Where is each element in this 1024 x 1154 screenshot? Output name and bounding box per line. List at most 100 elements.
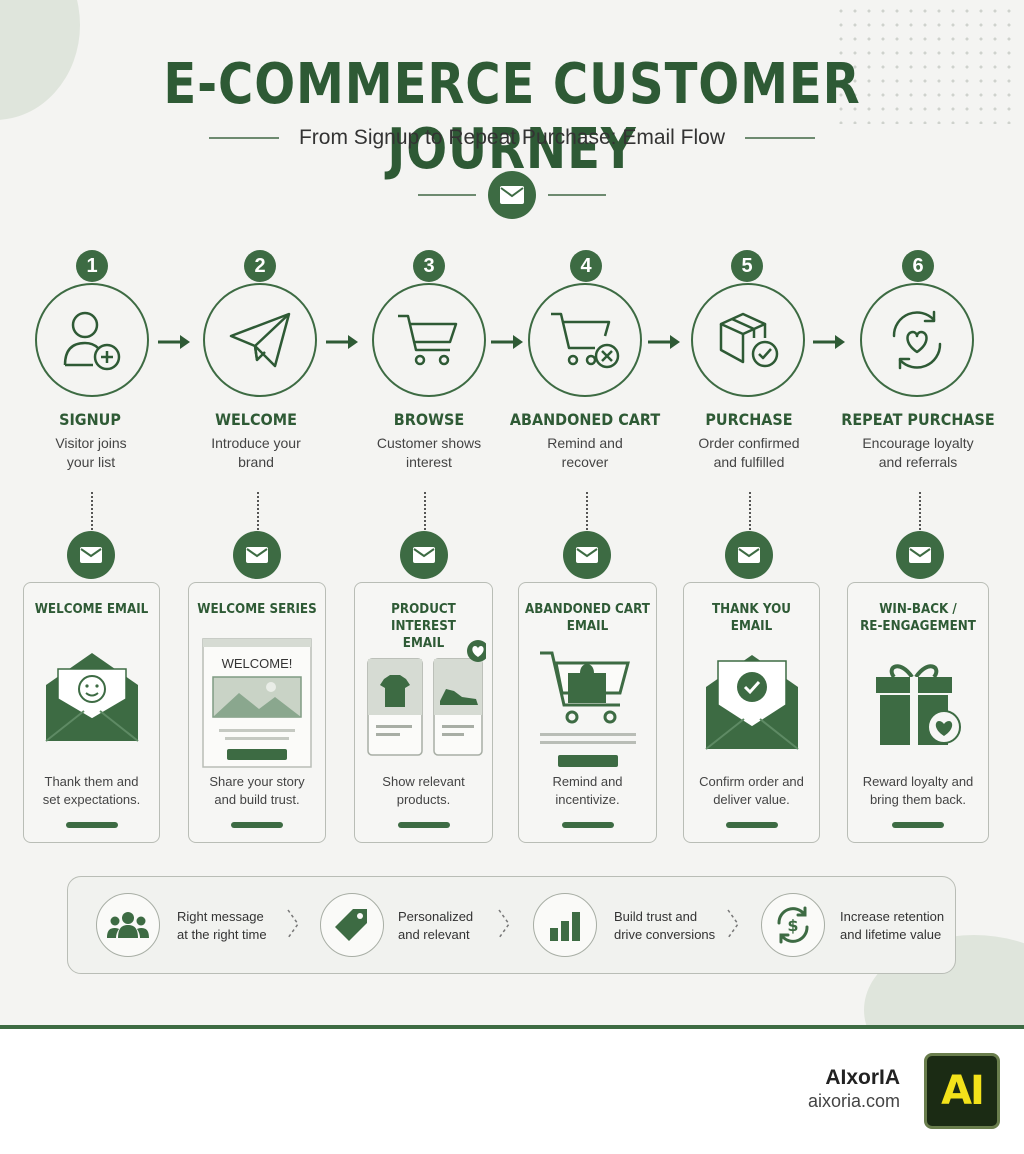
decorative-blob xyxy=(0,0,80,120)
chevron-right-icon xyxy=(287,909,299,939)
card-desc-line: Thank them and xyxy=(44,774,139,789)
card-title-line: EMAIL xyxy=(566,619,609,634)
people-icon xyxy=(96,893,160,957)
card-desc-line: set expectations. xyxy=(42,792,141,807)
card-desc-line: incentivize. xyxy=(555,792,620,807)
card-title-line: WIN-BACK / xyxy=(879,602,957,617)
infographic: E-COMMERCE CUSTOMER JOURNEY From Signup … xyxy=(0,0,1024,1025)
dotted-connector xyxy=(424,492,426,530)
card-title: WELCOME SERIES xyxy=(194,601,319,618)
step-desc-line: Encourage loyalty xyxy=(862,435,974,451)
user-plus-icon xyxy=(63,311,121,371)
divider xyxy=(745,137,816,139)
card-desc-line: Remind and xyxy=(552,774,623,789)
cart-x-icon xyxy=(551,312,620,369)
step-number-6: 6 xyxy=(902,250,934,282)
paper-plane-icon xyxy=(229,312,291,368)
divider xyxy=(418,194,476,196)
card-desc-line: bring them back. xyxy=(869,792,967,807)
step-number-1: 1 xyxy=(76,250,108,282)
step-number-4: 4 xyxy=(570,250,602,282)
card-title: WIN-BACK / RE-ENGAGEMENT xyxy=(854,601,983,635)
card-title: WELCOME EMAIL xyxy=(29,601,153,618)
step-desc-line: Order confirmed xyxy=(698,435,800,451)
card-title: THANK YOU EMAIL xyxy=(689,601,813,635)
header-envelope-row xyxy=(0,171,1024,219)
benefit-line: and relevant xyxy=(398,927,470,942)
card-title-line: RE-ENGAGEMENT xyxy=(860,619,976,634)
step-desc-line: and referrals xyxy=(878,454,958,470)
card-desc: Remind and incentivize. xyxy=(525,773,650,809)
chevron-right-icon xyxy=(727,909,739,939)
step-desc-line: recover xyxy=(561,454,609,470)
svg-text:$: $ xyxy=(787,916,798,935)
card-desc-line: products. xyxy=(396,792,451,807)
divider xyxy=(208,137,279,139)
benefit-line: Personalized xyxy=(398,909,474,924)
benefit-line: Right message xyxy=(177,909,264,924)
brand-name: AIxorIA xyxy=(825,1066,900,1089)
card-desc: Thank them and set expectations. xyxy=(30,773,153,809)
envelope-icon xyxy=(896,531,944,579)
decorative-dots xyxy=(834,4,1014,124)
step-circle-signup xyxy=(35,283,149,397)
step-desc-line: brand xyxy=(238,454,274,470)
step-number-3: 3 xyxy=(413,250,445,282)
arrow-right-icon xyxy=(813,335,845,349)
step-desc-line: interest xyxy=(406,454,452,470)
box-check-icon xyxy=(719,312,779,368)
smiley-envelope-icon xyxy=(24,641,159,745)
email-card-abandoned-cart: ABANDONED CART EMAIL Remind and incentiviz… xyxy=(518,582,657,843)
benefit-text: Increase retention and lifetime value xyxy=(840,908,944,944)
brand-url: aixoria.com xyxy=(807,1091,900,1111)
benefit-line: Build trust and xyxy=(614,909,698,924)
step-title-abandoned-cart: ABANDONED CART xyxy=(509,410,661,429)
card-title: ABANDONED CART EMAIL xyxy=(524,601,650,635)
step-desc-line: your list xyxy=(66,454,116,470)
card-desc-line: deliver value. xyxy=(713,792,790,807)
benefit-text: Personalized and relevant xyxy=(398,908,473,944)
card-desc-line: Share your story xyxy=(209,774,305,789)
footer: AIxorIA aixoria.com AI xyxy=(0,1029,1024,1154)
step-desc-line: Remind and xyxy=(547,435,623,451)
card-title-line: EMAIL xyxy=(402,636,445,651)
card-title-line: ABANDONED CART xyxy=(525,602,650,617)
card-accent-bar xyxy=(397,822,450,828)
card-banner-text: WELCOME! xyxy=(221,656,293,671)
envelope-icon xyxy=(488,171,536,219)
step-title-signup: SIGNUP xyxy=(59,410,121,429)
arrow-right-icon xyxy=(648,335,680,349)
benefit-line: and lifetime value xyxy=(840,927,942,942)
arrow-right-icon xyxy=(491,335,523,349)
dotted-connector xyxy=(586,492,588,530)
dotted-connector xyxy=(749,492,751,530)
card-desc-line: Show relevant xyxy=(382,774,465,789)
step-title-welcome: WELCOME xyxy=(215,410,297,429)
envelope-icon xyxy=(400,531,448,579)
envelope-icon xyxy=(725,531,773,579)
benefit-line: at the right time xyxy=(177,927,267,942)
shopping-cart-icon xyxy=(398,314,458,366)
envelope-icon xyxy=(233,531,281,579)
arrow-right-icon xyxy=(158,335,190,349)
step-circle-repeat-purchase xyxy=(860,283,974,397)
dotted-connector xyxy=(257,492,259,530)
dotted-connector xyxy=(91,492,93,530)
card-accent-bar xyxy=(231,822,283,828)
step-title-browse: BROWSE xyxy=(393,410,465,429)
newsletter-icon xyxy=(189,637,325,769)
step-circle-browse xyxy=(372,283,486,397)
benefit-line: Increase retention xyxy=(840,909,945,924)
dollar-cycle-icon: $ xyxy=(761,893,825,957)
card-accent-bar xyxy=(725,822,778,828)
email-card-win-back: WIN-BACK / RE-ENGAGEMENT Reward loyalty a… xyxy=(847,582,989,843)
chevron-right-icon xyxy=(498,909,510,939)
